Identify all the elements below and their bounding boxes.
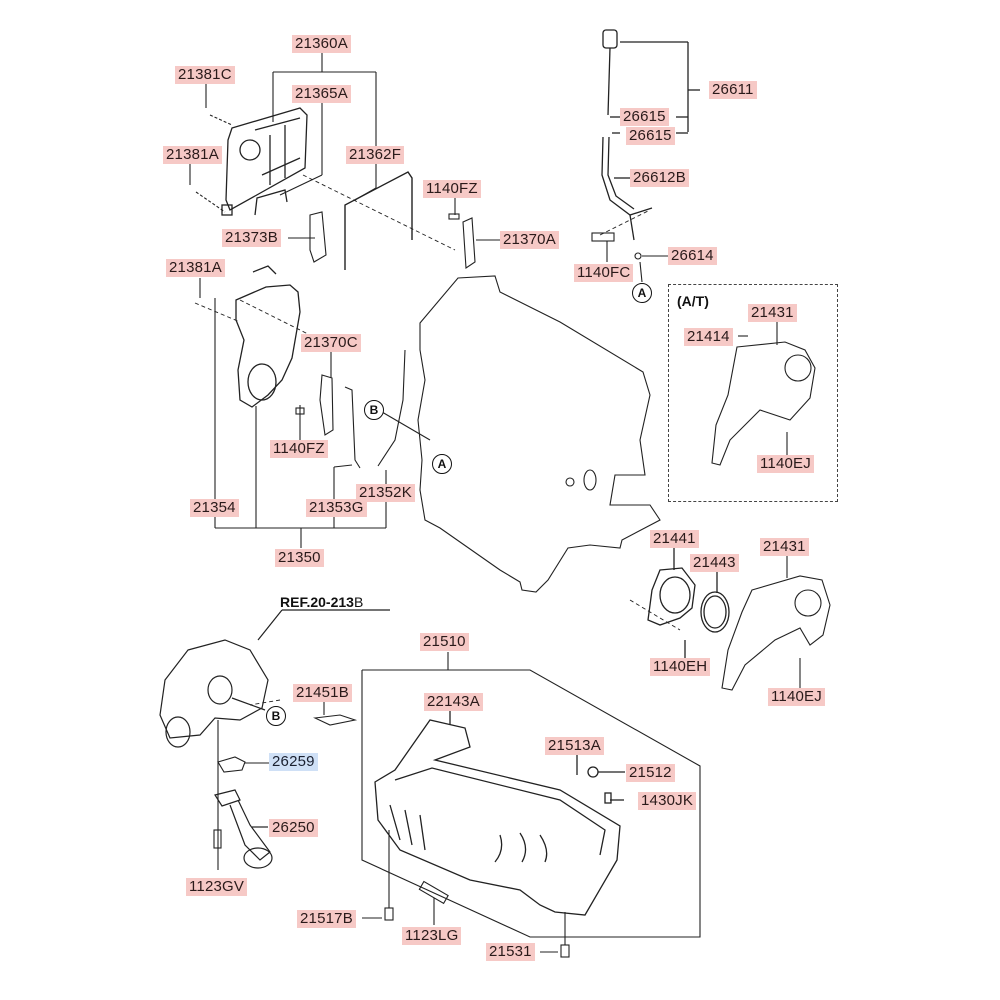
gasket-21362F xyxy=(344,171,413,270)
part-label-21381C[interactable]: 21381C xyxy=(175,66,235,84)
part-label-21513A[interactable]: 21513A xyxy=(545,737,604,755)
callout-a-dipstick: A xyxy=(632,283,652,303)
leader-21360A xyxy=(272,52,377,201)
rear-oil-seal-case-21441 xyxy=(647,548,696,658)
part-label-21512[interactable]: 21512 xyxy=(626,764,675,782)
part-label-1123LG[interactable]: 1123LG xyxy=(402,927,462,945)
part-label-1430JK[interactable]: 1430JK xyxy=(638,792,697,810)
sensor-21353G xyxy=(344,349,406,469)
part-label-21350[interactable]: 21350 xyxy=(275,549,324,567)
part-label-21431[interactable]: 21431 xyxy=(760,538,809,556)
part-label-22143A[interactable]: 22143A xyxy=(424,693,483,711)
at-section-label: (A/T) xyxy=(677,293,709,309)
part-label-21370C[interactable]: 21370C xyxy=(301,334,361,352)
part-label-21362F[interactable]: 21362F xyxy=(346,146,405,164)
o-ring-26614 xyxy=(634,252,668,283)
part-label-1140EH[interactable]: 1140EH xyxy=(650,658,711,676)
part-label-21370A[interactable]: 21370A xyxy=(500,231,559,249)
reference-text: REF.20-213 xyxy=(280,594,354,610)
gasket-26259 xyxy=(217,720,270,870)
part-label-21373B[interactable]: 21373B xyxy=(222,229,281,247)
part-label-26615-b[interactable]: 26615 xyxy=(626,127,675,145)
part-label-21360A[interactable]: 21360A xyxy=(292,35,351,53)
part-label-21531[interactable]: 21531 xyxy=(486,943,535,961)
reference-suffix: B xyxy=(353,594,364,610)
bolt-1140FZ-top xyxy=(448,196,460,220)
lower-timing-cover xyxy=(235,265,301,408)
part-label-26612B[interactable]: 26612B xyxy=(630,169,689,187)
part-label-21517B[interactable]: 21517B xyxy=(297,910,356,928)
part-label-21441[interactable]: 21441 xyxy=(650,530,699,548)
part-label-21381A-top[interactable]: 21381A xyxy=(163,146,222,164)
part-label-1140FC[interactable]: 1140FC xyxy=(574,264,634,282)
part-label-1140EJ-at[interactable]: 1140EJ xyxy=(757,455,814,473)
part-label-1123GV[interactable]: 1123GV xyxy=(186,878,248,896)
part-label-1140FZ-top[interactable]: 1140FZ xyxy=(423,180,481,198)
bracket-21370A xyxy=(462,217,500,269)
part-label-26614[interactable]: 26614 xyxy=(668,247,717,265)
part-label-21354[interactable]: 21354 xyxy=(190,499,239,517)
part-label-1140EJ[interactable]: 1140EJ xyxy=(768,688,825,706)
leader-21510 xyxy=(361,652,701,938)
part-label-21414[interactable]: 21414 xyxy=(684,328,733,346)
oil-pan-21510 xyxy=(374,702,625,916)
part-label-26259-selected[interactable]: 26259 xyxy=(269,753,318,771)
oil-strainer-26250 xyxy=(214,789,273,869)
automatic-transmission-section xyxy=(668,284,838,502)
part-label-26250[interactable]: 26250 xyxy=(269,819,318,837)
part-label-21353G[interactable]: 21353G xyxy=(306,499,367,517)
rear-oil-seal-21443 xyxy=(700,571,730,633)
part-label-1140FZ-mid[interactable]: 1140FZ xyxy=(270,440,328,458)
upper-timing-cover xyxy=(221,107,308,216)
part-label-21431-at[interactable]: 21431 xyxy=(748,304,797,322)
bolt-1140FC xyxy=(591,232,615,262)
part-label-26615-a[interactable]: 26615 xyxy=(620,108,669,126)
bolt-1123GV xyxy=(213,829,222,849)
callout-b-pump: B xyxy=(266,706,286,726)
part-label-26611[interactable]: 26611 xyxy=(709,81,757,99)
at-drive-plate-cover xyxy=(711,322,816,466)
bolt-1123LG xyxy=(418,880,449,925)
bracket-21370C xyxy=(295,352,334,440)
bracket-21373B xyxy=(288,211,327,263)
leader-21381C xyxy=(205,84,233,126)
baffle-21451B xyxy=(313,701,358,726)
engine-block xyxy=(417,275,661,593)
callout-a-engine: A xyxy=(432,454,452,474)
reference-label[interactable]: REF.20-213B xyxy=(280,594,363,610)
oil-dipstick-26611 xyxy=(602,29,700,134)
part-label-21443[interactable]: 21443 xyxy=(690,554,739,572)
bolt-21517B xyxy=(362,830,394,921)
callout-b-timing: B xyxy=(364,400,384,420)
part-label-21381A-mid[interactable]: 21381A xyxy=(166,259,225,277)
leader-21350 xyxy=(214,298,387,548)
leader-21381A-top xyxy=(189,164,226,213)
part-label-21451B[interactable]: 21451B xyxy=(293,684,352,702)
part-label-21365A[interactable]: 21365A xyxy=(292,85,351,103)
part-label-21510[interactable]: 21510 xyxy=(420,633,469,651)
drive-plate-cover-21431 xyxy=(721,554,831,691)
oil-pump xyxy=(159,609,390,748)
dipstick-tube-26612B xyxy=(601,136,653,241)
drain-bolt-21531 xyxy=(540,912,570,958)
part-label-21352K[interactable]: 21352K xyxy=(356,484,415,502)
